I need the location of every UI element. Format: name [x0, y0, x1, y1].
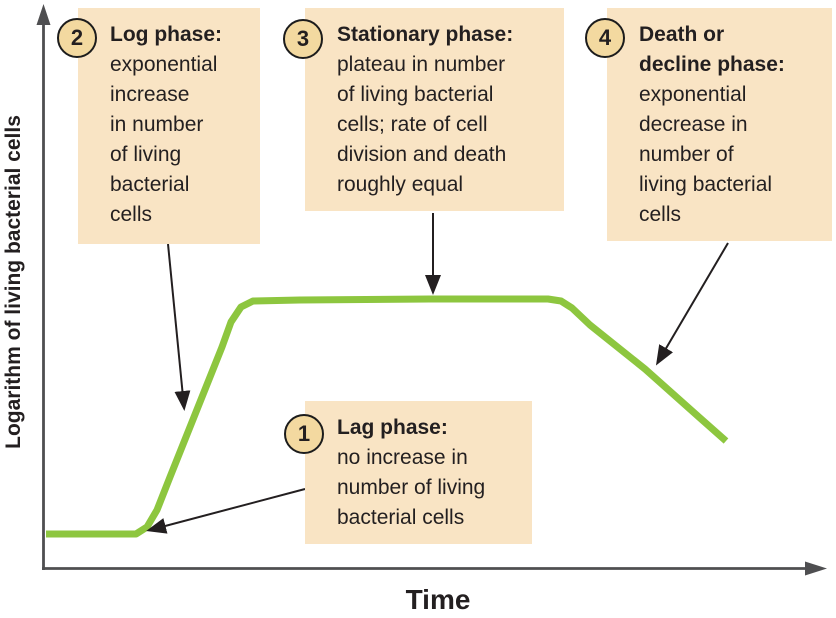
- phase-1-badge: 1: [284, 414, 324, 454]
- x-axis-label: Time: [405, 584, 471, 615]
- lag-phase-arrow-icon: [146, 488, 306, 534]
- x-axis-arrow-icon: [805, 561, 827, 576]
- annotation-death-phase: 4 Death or decline phase: exponential de…: [585, 8, 832, 241]
- lag-phase-description: no increase in number of living bacteria…: [337, 446, 486, 529]
- log-phase-title: Log phase:: [110, 23, 223, 46]
- annotation-stationary-phase: 3 Stationary phase: plateau in number of…: [283, 8, 564, 211]
- y-axis-label: Logarithm of living bacterial cells: [2, 115, 25, 449]
- y-axis-arrow-icon: [36, 4, 51, 25]
- death-phase-arrow-icon: [655, 242, 729, 366]
- log-phase-arrow-icon: [167, 243, 191, 411]
- annotation-lag-phase: 1 Lag phase: no increase in number of li…: [284, 401, 532, 544]
- annotation-log-phase: 2 Log phase: exponential increase in num…: [57, 8, 260, 244]
- lag-phase-title: Lag phase:: [337, 416, 448, 439]
- death-phase-description: exponential decrease in number of living…: [639, 83, 773, 226]
- death-phase-title: Death or decline phase:: [639, 23, 785, 76]
- phase-4-badge: 4: [585, 18, 625, 58]
- log-phase-description: exponential increase in number of living…: [110, 53, 218, 226]
- stationary-phase-description: plateau in number of living bacterial ce…: [337, 53, 507, 196]
- phase-2-badge: 2: [57, 18, 97, 58]
- stationary-phase-title: Stationary phase:: [337, 23, 514, 46]
- growth-curve: [46, 295, 729, 538]
- phase-3-badge: 3: [283, 19, 323, 59]
